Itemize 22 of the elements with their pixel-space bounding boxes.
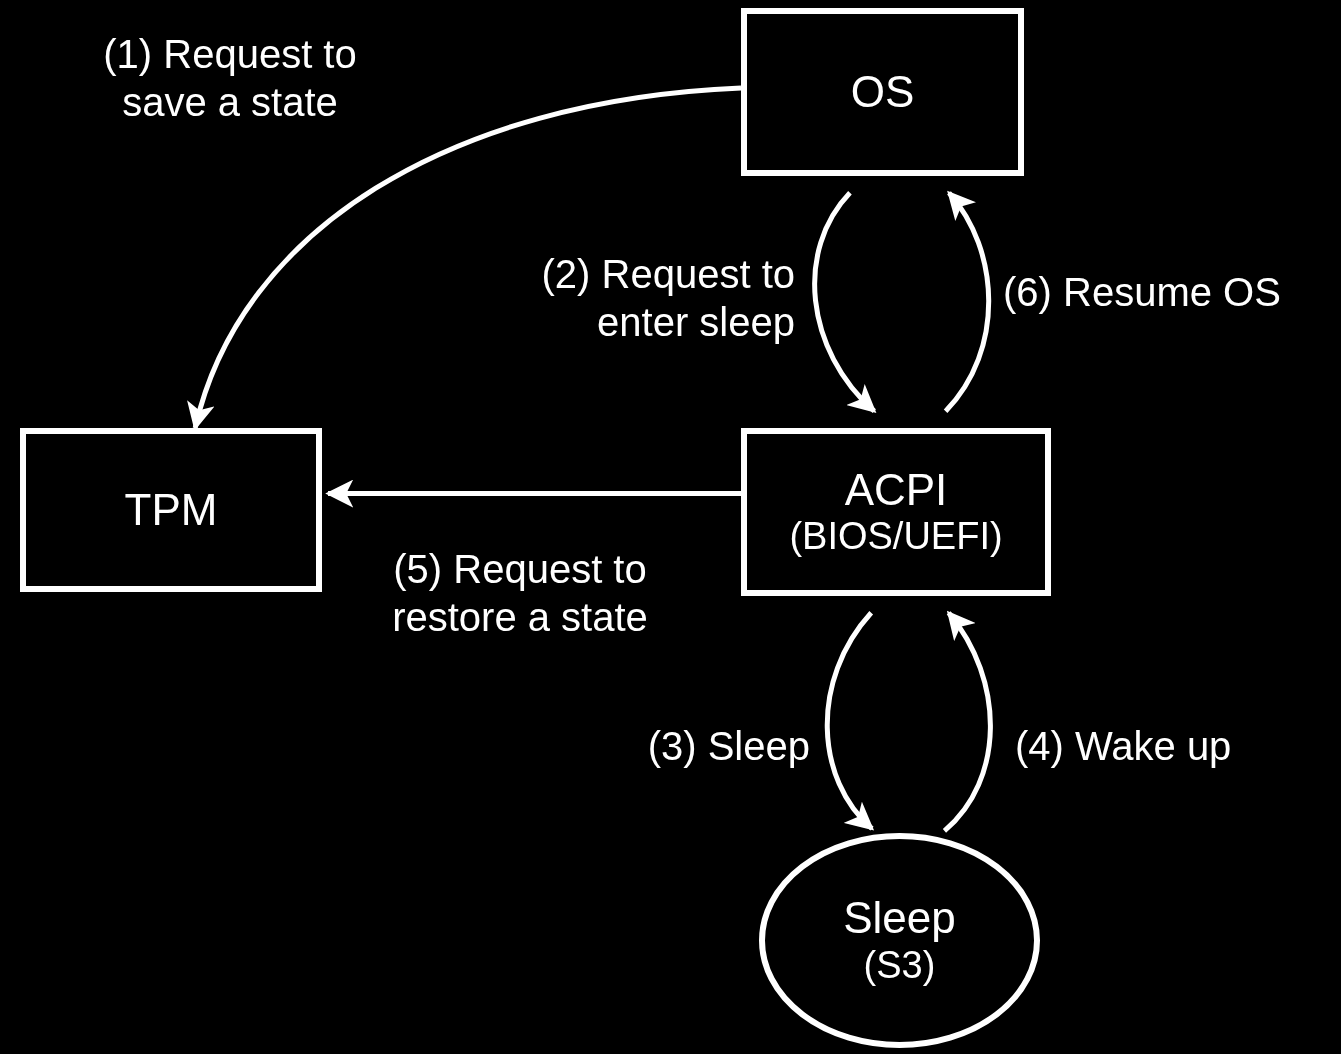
edge-label: (1) Request to save a state — [102, 31, 358, 126]
edge-label: (5) Request to restore a state — [391, 546, 649, 641]
edge-label: (6) Resume OS — [1003, 269, 1282, 316]
edge-label: (4) Wake up — [1015, 723, 1233, 770]
edge-label: (3) Sleep — [646, 723, 810, 770]
node-sublabel: (S3) — [863, 943, 936, 988]
node-label: ACPI — [844, 464, 948, 516]
arrow — [824, 611, 874, 831]
process-box — [741, 428, 1051, 596]
process-box — [741, 8, 1024, 176]
arrow — [189, 85, 742, 431]
arrow — [812, 191, 877, 414]
node-label: OS — [850, 66, 915, 118]
state-ellipse — [759, 833, 1040, 1048]
arrow — [942, 610, 993, 833]
process-box — [20, 428, 322, 592]
node-label: Sleep — [843, 893, 956, 944]
node-sublabel: (BIOS/UEFI) — [789, 515, 1003, 560]
arrow — [325, 479, 741, 508]
edge-label: (2) Request to enter sleep — [540, 251, 795, 346]
node-label: TPM — [124, 484, 218, 536]
arrow — [943, 190, 992, 413]
